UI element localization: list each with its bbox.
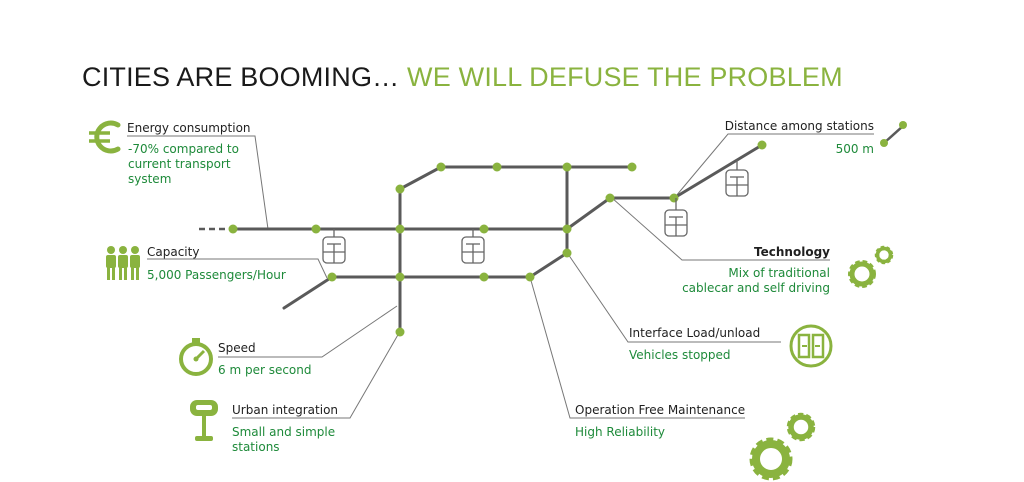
speed-value: 6 m per second xyxy=(218,363,312,377)
technology-value: Mix of traditional cablecar and self dri… xyxy=(682,266,830,295)
callout-energy xyxy=(127,135,269,230)
node xyxy=(669,193,679,203)
maintenance-value: High Reliability xyxy=(575,425,666,439)
node xyxy=(562,248,572,258)
euro-icon xyxy=(89,120,121,154)
slide-title: CITIES ARE BOOMING… WE WILL DEFUSE THE P… xyxy=(82,62,843,93)
callout-distance xyxy=(675,133,874,197)
technology-label: Technology xyxy=(754,245,830,259)
node xyxy=(479,224,489,234)
node xyxy=(395,184,405,194)
network-lines xyxy=(231,143,764,334)
cable-car-3 xyxy=(664,198,688,237)
node xyxy=(228,224,238,234)
cable-car-1 xyxy=(322,229,346,264)
cable-car-4 xyxy=(725,160,749,197)
callout-lines xyxy=(127,133,874,419)
interface-value: Vehicles stopped xyxy=(629,348,731,362)
line-lower-right xyxy=(528,251,569,279)
gears-icon-technology xyxy=(848,245,894,288)
distance-label: Distance among stations xyxy=(724,119,874,133)
node xyxy=(525,272,535,282)
maintenance-label: Operation Free Maintenance xyxy=(575,403,746,417)
callout-capacity xyxy=(147,258,328,279)
gears-icon-maintenance xyxy=(749,412,816,481)
node xyxy=(492,162,502,172)
node xyxy=(479,272,489,282)
line-top-branch xyxy=(398,165,634,191)
station-sign-icon xyxy=(190,400,218,441)
node xyxy=(327,272,337,282)
title-part-2: WE WILL DEFUSE THE PROBLEM xyxy=(407,62,843,92)
urban-value: Small and simple stations xyxy=(232,425,336,454)
doors-icon xyxy=(789,324,833,368)
node xyxy=(562,162,572,172)
node xyxy=(395,272,405,282)
callout-interface xyxy=(567,253,781,343)
capacity-label: Capacity xyxy=(147,245,200,259)
title-part-1: CITIES ARE BOOMING… xyxy=(82,62,408,92)
stopwatch-icon xyxy=(179,338,213,376)
speed-label: Speed xyxy=(218,341,256,355)
urban-label: Urban integration xyxy=(232,403,339,417)
cable-car-2 xyxy=(461,229,485,264)
interface-label: Interface Load/unload xyxy=(629,326,761,340)
callout-speed xyxy=(218,305,398,358)
distance-value: 500 m xyxy=(835,142,874,156)
node xyxy=(605,193,615,203)
people-icon xyxy=(106,246,140,280)
line-east-branch xyxy=(565,143,764,231)
node xyxy=(627,162,637,172)
node xyxy=(757,140,767,150)
node xyxy=(311,224,321,234)
capacity-value: 5,000 Passengers/Hour xyxy=(147,268,286,282)
callout-maintenance xyxy=(529,276,745,419)
node xyxy=(395,224,405,234)
node xyxy=(395,327,405,337)
callout-technology xyxy=(611,197,830,261)
energy-label: Energy consumption xyxy=(127,121,251,135)
energy-value: -70% compared to current transport syste… xyxy=(128,142,239,186)
segment-icon xyxy=(880,121,907,147)
callout-urban xyxy=(232,332,400,419)
line-diagonal-lower-left xyxy=(282,275,334,310)
node xyxy=(436,162,446,172)
network-nodes xyxy=(228,140,767,337)
node xyxy=(562,224,572,234)
